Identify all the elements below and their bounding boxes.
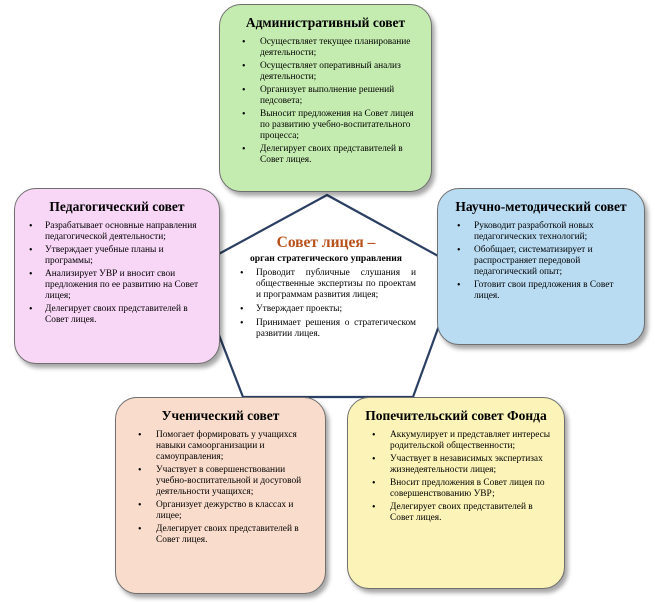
list-item: Помогает формировать у учащихся навыки с… [132, 430, 315, 463]
list-item: Руководит разработкой новых педагогическ… [448, 221, 634, 243]
list-item: Делегирует своих представителей в Совет … [366, 502, 554, 524]
list-item: Вносит предложения в Совет лицея по сове… [366, 478, 554, 500]
list-item: Анализирует УВР и вносит свои предложени… [25, 269, 209, 302]
list-item: Проводит публичные слушания и общественн… [236, 268, 416, 301]
list-item: Делегирует своих представителей в Совет … [25, 304, 209, 326]
lyceum-council-list: Проводит публичные слушания и общественн… [236, 268, 416, 340]
lyceum-council-subtitle: орган стратегического управления [250, 253, 402, 264]
scientific-methodical-council-box: Научно-методический совет Руководит разр… [437, 188, 645, 345]
scientific-methodical-council-title: Научно-методический совет [455, 199, 627, 214]
admin-council-list: Осуществляет текущее планирование деятел… [230, 37, 421, 166]
pedagogical-council-box: Педагогический совет Разрабатывает основ… [14, 188, 220, 364]
list-item: Осуществляет текущее планирование деятел… [236, 37, 421, 59]
list-item: Осуществляет оперативный анализ деятельн… [236, 61, 421, 83]
list-item: Утверждает учебные планы и программы; [25, 245, 209, 267]
list-item: Участвует в совершенствовании учебно-вос… [132, 465, 315, 498]
student-council-box: Ученический совет Помогает формировать у… [115, 397, 326, 594]
student-council-title: Ученический совет [161, 408, 280, 423]
list-item: Обобщает, систематизирует и распространя… [448, 245, 634, 278]
lyceum-council-center: Совет лицея – орган стратегического упра… [236, 234, 416, 343]
list-item: Участвует в независимых экспертизах жизн… [366, 454, 554, 476]
list-item: Аккумулирует и представляет интересы род… [366, 430, 554, 452]
trustee-council-list: Аккумулирует и представляет интересы род… [358, 430, 554, 524]
list-item: Делегирует своих представителей в Совет … [132, 524, 315, 546]
list-item: Разрабатывает основные направления педаг… [25, 221, 209, 243]
admin-council-box: Административный совет Осуществляет теку… [219, 4, 432, 192]
list-item: Организует дежурство в классах и лицее; [132, 500, 315, 522]
list-item: Выносит предложения на Совет лицея по ра… [236, 109, 421, 142]
list-item: Утверждает проекты; [236, 304, 416, 315]
list-item: Принимает решения о стратегическом разви… [236, 318, 416, 340]
list-item: Готовит свои предложения в Совет лицея. [448, 280, 634, 302]
admin-council-title: Административный совет [245, 15, 406, 30]
list-item: Организует выполнение решений педсовета; [236, 85, 421, 107]
scientific-methodical-council-list: Руководит разработкой новых педагогическ… [448, 221, 634, 302]
trustee-council-box: Попечительский совет Фонда Аккумулирует … [347, 397, 565, 589]
pedagogical-council-list: Разрабатывает основные направления педаг… [25, 221, 209, 326]
trustee-council-title: Попечительский совет Фонда [365, 408, 547, 423]
student-council-list: Помогает формировать у учащихся навыки с… [126, 430, 315, 546]
pedagogical-council-title: Педагогический совет [49, 199, 185, 214]
lyceum-council-title: Совет лицея – [276, 234, 376, 251]
list-item: Делегирует своих представителей в Совет … [236, 144, 421, 166]
